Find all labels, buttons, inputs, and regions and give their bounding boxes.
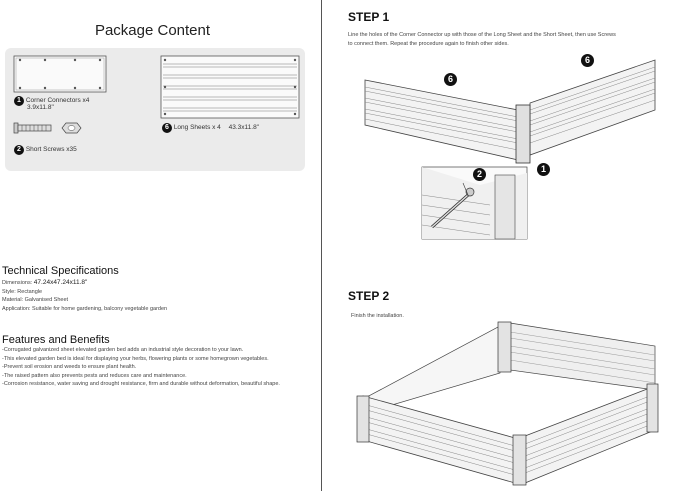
corner-connectors-size: 3.9x11.8" xyxy=(27,104,54,111)
package-content-title: Package Content xyxy=(94,22,211,39)
long-sheets-label: Long Sheets x 4 xyxy=(173,124,221,131)
feature-item: -Corrosion resistance, water saving and … xyxy=(2,381,280,387)
technical-specs-list: Dimensions: 47.24x47.24x11.8" Style: Rec… xyxy=(2,279,312,313)
spec-dimensions-value: 47.24x47.24x11.8" xyxy=(33,279,88,286)
long-sheet-illustration xyxy=(160,55,300,119)
spec-style: Style: Rectangle xyxy=(2,288,43,295)
badge-1: 1 xyxy=(14,96,24,106)
step1-badge-connector: 1 xyxy=(537,163,550,176)
step2-title: STEP 2 xyxy=(348,289,390,303)
step1-instruction: Line the holes of the Corner Connector u… xyxy=(348,31,673,48)
spec-dimensions: Dimensions: 47.24x47.24x11.8" xyxy=(2,279,312,288)
short-screws-item: 2 Short Screws x35 xyxy=(14,145,77,155)
nut-icon xyxy=(61,122,82,134)
badge-6: 6 xyxy=(162,123,172,133)
step1-badge-screw: 2 xyxy=(473,168,486,181)
step2-garden-bed-illustration xyxy=(356,321,659,486)
step1-badge-long-sheet-right: 6 xyxy=(581,54,594,67)
short-screws-label: Short Screws x35 xyxy=(25,146,77,153)
corner-connectors-label: Corner Connectors x4 xyxy=(25,97,90,104)
feature-item: -Corrugated galvanized sheet elevated ga… xyxy=(2,347,244,353)
corner-connectors-item: 1 Corner Connectors x4 xyxy=(14,96,89,106)
badge-2: 2 xyxy=(14,145,24,155)
features-list: -Corrugated galvanized sheet elevated ga… xyxy=(2,346,317,389)
spec-application: Application: Suitable for home gardening… xyxy=(2,305,168,312)
step1-instruction-line2: to connect them. Repeat the procedure ag… xyxy=(348,40,509,47)
feature-item: -This elevated garden bed is ideal for d… xyxy=(2,355,269,362)
long-sheets-size: 43.3x11.8" xyxy=(228,124,259,131)
screw-icon xyxy=(13,122,52,134)
feature-item: -Prevent soil erosion and weeds to ensur… xyxy=(2,364,137,370)
step2-instruction: Finish the installation. xyxy=(351,313,404,319)
spec-dimensions-label: Dimensions: xyxy=(2,280,33,286)
long-sheets-item: 6 Long Sheets x 4 43.3x11.8" xyxy=(162,123,259,133)
corner-connector-illustration xyxy=(13,55,107,93)
step1-assembly-illustration xyxy=(364,59,656,240)
feature-item: -The raised pattern also prevents pests … xyxy=(2,372,187,379)
column-divider xyxy=(321,0,322,491)
spec-material: Material: Galvanised Sheet xyxy=(2,297,69,303)
step1-badge-long-sheet-left: 6 xyxy=(444,73,457,86)
step1-title: STEP 1 xyxy=(348,10,390,24)
technical-specs-title: Technical Specifications xyxy=(2,265,119,277)
step1-instruction-line1: Line the holes of the Corner Connector u… xyxy=(348,32,616,38)
features-title: Features and Benefits xyxy=(2,334,110,346)
